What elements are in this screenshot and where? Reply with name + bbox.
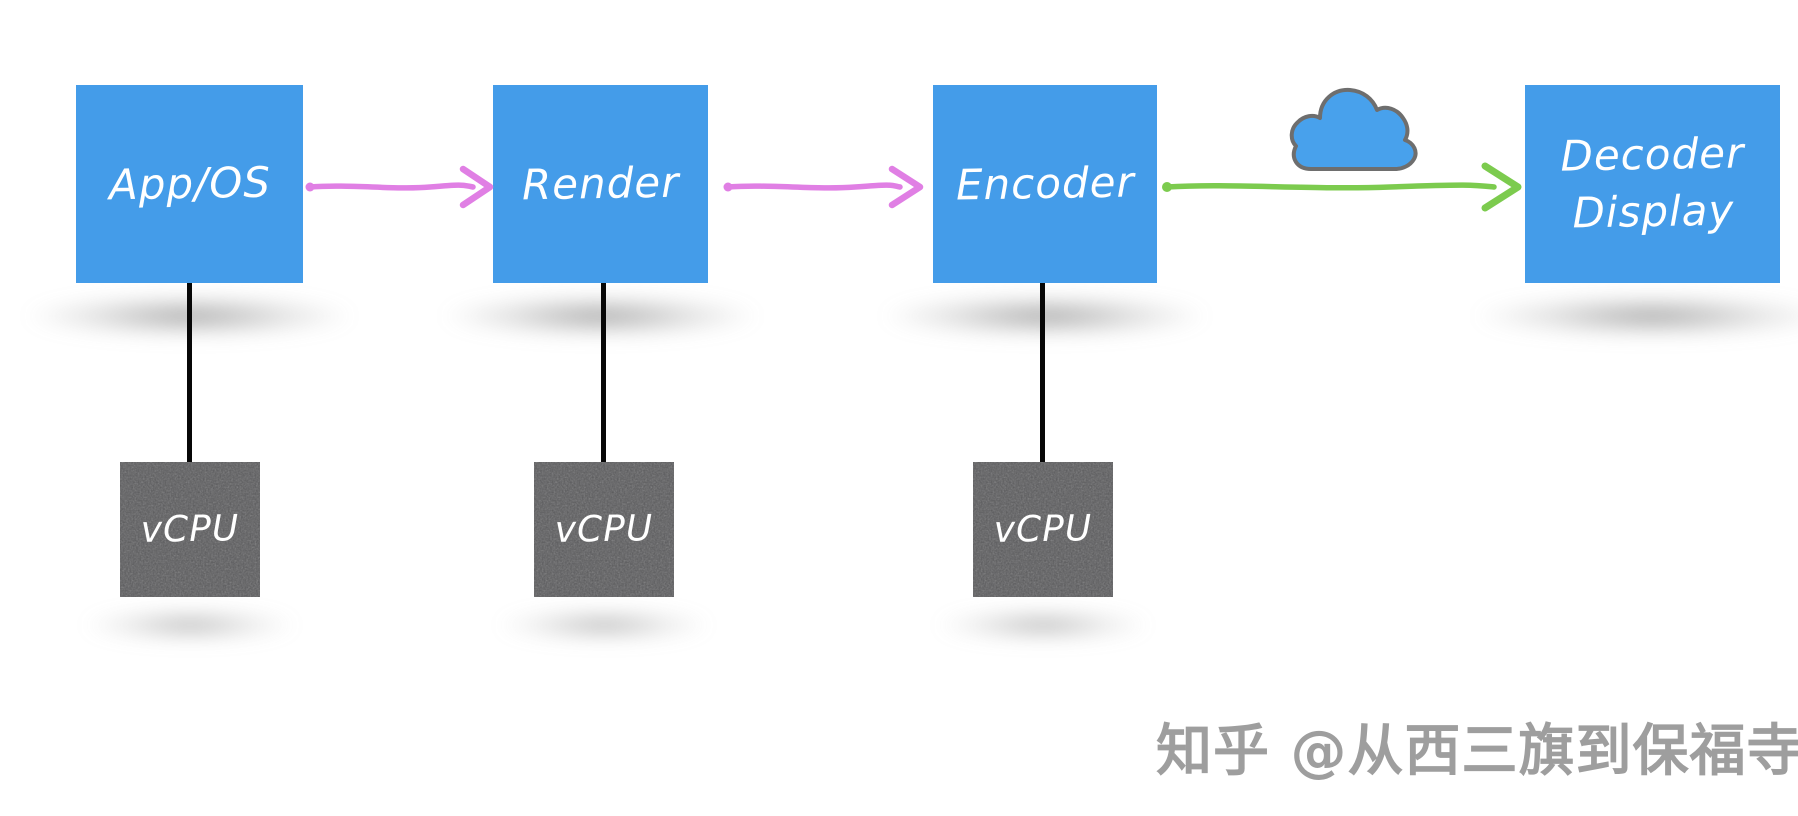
arrow-shaft — [725, 182, 903, 191]
node-shadow — [496, 608, 712, 642]
node-shadow — [881, 294, 1209, 338]
node-vcpu-1-label: vCPU — [140, 508, 240, 551]
node-encoder: Encoder — [933, 85, 1157, 283]
arrow-head — [888, 165, 924, 209]
node-shadow — [82, 608, 298, 642]
node-render: Render — [493, 85, 708, 283]
node-app-os: App/OS — [76, 85, 303, 283]
node-vcpu-1: vCPU — [120, 462, 260, 597]
node-shadow — [441, 294, 760, 338]
node-shadow — [1473, 294, 1798, 338]
arrow-shaft — [1164, 182, 1497, 191]
arrow-shaft — [307, 182, 476, 191]
node-encoder-label: Encoder — [955, 157, 1135, 210]
decoder-line: Decoder — [1559, 128, 1745, 181]
arrow-head — [1481, 162, 1522, 212]
node-shadow — [935, 608, 1151, 642]
display-line: Display — [1571, 185, 1735, 238]
node-vcpu-2-label: vCPU — [554, 508, 654, 551]
node-app-os-label: App/OS — [108, 157, 271, 210]
edge-render-encoder-arrow — [723, 165, 924, 209]
edge-encoder-decoder-arrow — [1162, 162, 1522, 212]
connector-encoder-vcpu — [1040, 283, 1045, 463]
arrow-start-dot — [1162, 182, 1172, 192]
node-vcpu-2: vCPU — [534, 462, 674, 597]
node-vcpu-3: vCPU — [973, 462, 1113, 597]
node-decoder-display: Decoder Display — [1525, 85, 1780, 283]
connector-render-vcpu — [601, 283, 606, 463]
vcpu-texture — [534, 462, 674, 597]
arrow-head — [459, 165, 494, 209]
connector-appos-vcpu — [187, 283, 192, 463]
cloud-icon — [1289, 87, 1418, 171]
watermark: 知乎 @从西三旗到保福寺 — [1156, 719, 1798, 784]
edge-appos-render-arrow — [305, 165, 494, 209]
vcpu-texture — [973, 462, 1113, 597]
arrow-start-dot — [723, 182, 733, 192]
arrow-start-dot — [305, 182, 315, 192]
node-render-label: Render — [521, 157, 680, 210]
node-decoder-display-label: Decoder Display — [1560, 126, 1746, 243]
node-vcpu-3-label: vCPU — [993, 508, 1093, 551]
vcpu-texture — [120, 462, 260, 597]
